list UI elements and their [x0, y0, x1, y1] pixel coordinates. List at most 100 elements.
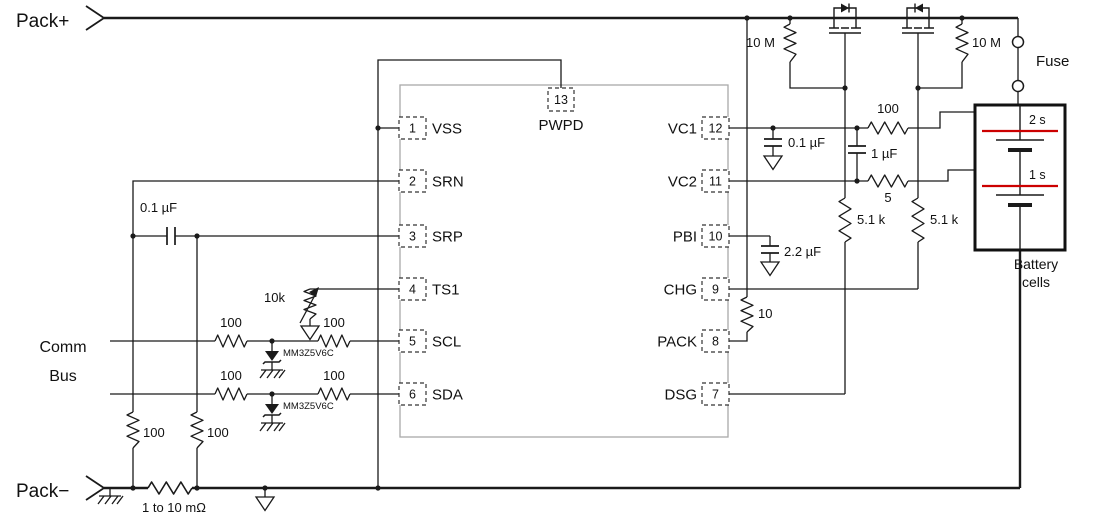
- fet-right-body-diode: [915, 3, 923, 13]
- gate-left-resistor: [838, 197, 852, 243]
- sda-r2-label: 100: [323, 368, 345, 383]
- fuse-label: Fuse: [1036, 53, 1069, 70]
- pin-number: 2: [409, 175, 416, 189]
- pack-minus-chassis-ground: [97, 495, 124, 505]
- junction-dot: [915, 85, 921, 91]
- capacitors: [166, 138, 866, 254]
- battery-pack: [973, 103, 1067, 252]
- gate-left-resistor-label: 5.1 k: [857, 212, 886, 227]
- fet-left-body-diode: [841, 3, 849, 13]
- vc1-cap-ground-triangle: [762, 155, 784, 171]
- right-component-labels: 10 M 10 M 0.1 µF 100 1 µF 5 5.1 k 5.1 k …: [746, 35, 1069, 321]
- pin-box-5: [398, 329, 427, 353]
- pin-box-13: [547, 87, 575, 112]
- ts1-resistor: [303, 288, 317, 320]
- junction-dot: [854, 178, 860, 184]
- pin-box-9: [701, 277, 730, 301]
- ts1-thermistor-label: 10k: [264, 290, 285, 305]
- pin-box-7: [701, 382, 730, 406]
- pack-plus-label: Pack+: [16, 11, 69, 32]
- junction-dot: [744, 15, 750, 21]
- pin-name-vc2: VC2: [668, 174, 697, 191]
- pbi-cap-ground-triangle: [759, 261, 781, 277]
- pin-box-1: [398, 116, 427, 140]
- battery-label-2: cells: [1022, 274, 1050, 290]
- fet-left-channel: [829, 18, 861, 34]
- pin-number: 9: [712, 283, 719, 297]
- pin-name-vss: VSS: [432, 121, 462, 138]
- vc2-cap-label: 1 µF: [871, 146, 897, 161]
- grounds: [97, 155, 784, 512]
- pin-names: PWPD VSS SRN SRP TS1 SCL SDA VC1 VC2 PBI…: [432, 117, 697, 404]
- pin-box-3: [398, 224, 427, 248]
- thermistor-arrowhead: [309, 287, 319, 297]
- resistors: [126, 23, 969, 495]
- vc1-cap-label: 0.1 µF: [788, 135, 825, 150]
- sense-resistor: [147, 481, 193, 495]
- pin-name-pbi: PBI: [673, 229, 697, 246]
- fuse-symbol: [1011, 35, 1025, 93]
- pin-name-srp: SRP: [432, 229, 463, 246]
- pack-plus-connector: [85, 5, 106, 31]
- pin-number: 7: [712, 388, 719, 402]
- pin-name-scl: SCL: [432, 334, 461, 351]
- pbi-cap: [761, 245, 779, 254]
- junction-dots: [130, 15, 965, 491]
- pin-box-8: [701, 329, 730, 353]
- sda-zener-bar: [262, 412, 282, 418]
- pin-number: 6: [409, 388, 416, 402]
- junction-dot: [770, 125, 776, 131]
- srp-cap: [166, 227, 176, 245]
- srp-filter-label: 100: [207, 425, 229, 440]
- scl-zener-diode: [265, 351, 279, 361]
- scl-r2-label: 100: [323, 315, 345, 330]
- junction-dot: [842, 85, 848, 91]
- pullup-right-label: 10 M: [972, 35, 1001, 50]
- pin-numbers: 13 1 2 3 4 5 6 12 11 10 9 8 7: [409, 93, 722, 402]
- pin-name-pwpd: PWPD: [539, 117, 584, 134]
- power-rails: [104, 16, 1022, 490]
- scl-resistor-1: [214, 334, 248, 348]
- scl-r1-label: 100: [220, 315, 242, 330]
- pin-number: 13: [554, 93, 568, 107]
- pullup-left-resistor: [783, 23, 797, 63]
- pin-box-11: [701, 169, 730, 193]
- pack-minus-connector: [85, 475, 106, 501]
- pin-box-4: [398, 277, 427, 301]
- pack-minus-label: Pack−: [16, 481, 69, 502]
- junction-dot: [787, 15, 793, 21]
- junction-dot: [269, 391, 275, 397]
- pack-resistor: [740, 296, 754, 333]
- battery-label-1: Battery: [1014, 256, 1058, 272]
- vc1-wire: [729, 111, 975, 129]
- junction-dot: [262, 485, 268, 491]
- ic-outline: [399, 84, 729, 438]
- pin-number: 11: [709, 175, 722, 189]
- pwpd-vss-wire: [377, 59, 562, 488]
- junction-dot: [194, 485, 200, 491]
- pin-name-ts1: TS1: [432, 282, 460, 299]
- pin-number: 12: [709, 122, 723, 136]
- junction-dot: [269, 338, 275, 344]
- vc2-resistor-label: 5: [884, 190, 891, 205]
- vc2-wire: [729, 169, 975, 182]
- cell-top-label: 2 s: [1029, 113, 1046, 127]
- pbi-cap-label: 2.2 µF: [784, 244, 821, 259]
- scl-resistor-2: [317, 334, 351, 348]
- signal-wires: [109, 18, 1019, 497]
- srp-filter-resistor: [190, 411, 204, 449]
- srn-filter-label: 100: [143, 425, 165, 440]
- pullup-left-label: 10 M: [746, 35, 775, 50]
- pullup-right-resistor: [955, 23, 969, 63]
- sda-zener-diode: [265, 404, 279, 414]
- vc1-cap: [764, 138, 782, 147]
- junction-dot: [375, 485, 381, 491]
- pin-box-6: [398, 382, 427, 406]
- pin-name-dsg: DSG: [664, 387, 697, 404]
- pack-resistor-label: 10: [758, 306, 772, 321]
- sda-zener-ground: [259, 422, 286, 432]
- scl-zener-label: MM3Z5V6C: [283, 348, 334, 359]
- thermistor-arrow: [299, 294, 316, 324]
